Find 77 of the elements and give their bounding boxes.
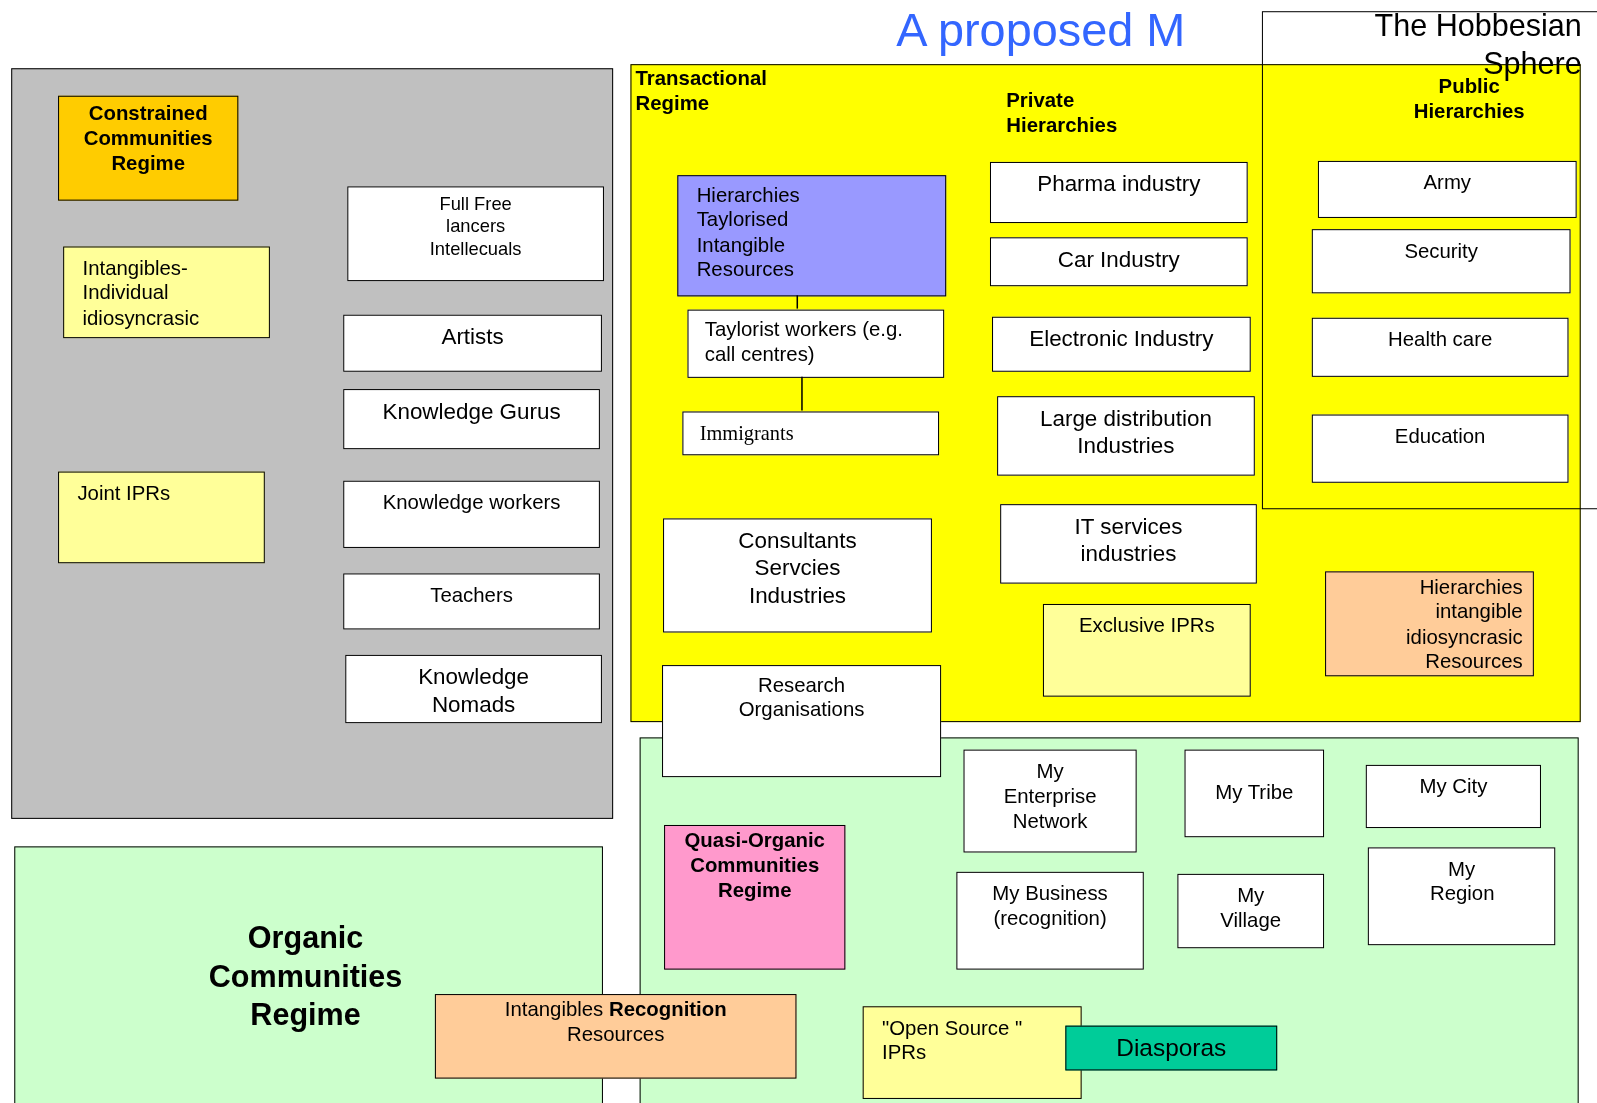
connector-line xyxy=(801,376,803,412)
region-title: Organic Communities Regime xyxy=(207,919,404,1034)
box-label: Car Industry xyxy=(1056,246,1181,274)
box-label: Immigrants xyxy=(699,420,795,446)
text-box xyxy=(1311,317,1569,377)
text-box xyxy=(347,186,604,282)
box-label: Constrained Communities Regime xyxy=(82,100,214,176)
box-label: Intangibles- Individual idiosyncrasic xyxy=(82,255,201,331)
box-label: Hierarchies intangible idiosyncrasic Resources xyxy=(1405,574,1523,674)
box-label: Joint IPRs xyxy=(77,480,172,506)
box-label: Consultants Servcies Industries xyxy=(737,527,858,610)
text-box xyxy=(1317,160,1577,218)
box-label: IT services industries xyxy=(1073,513,1184,568)
box-label: Knowledge Nomads xyxy=(417,664,531,719)
box-label: Security xyxy=(1403,238,1479,264)
text-box xyxy=(345,654,602,724)
box-label: Quasi-Organic Communities Regime xyxy=(683,828,826,903)
box-label: "Open Source " IPRs xyxy=(882,1015,1024,1066)
text-box xyxy=(343,389,600,450)
text-box xyxy=(990,237,1248,287)
text-box xyxy=(63,246,270,339)
text-box xyxy=(1000,504,1257,584)
text-box xyxy=(1311,229,1571,294)
text-box xyxy=(1311,414,1569,483)
text-box xyxy=(990,161,1248,224)
text-box xyxy=(1365,764,1541,829)
text-box xyxy=(1325,571,1534,677)
box-label: Knowledge Gurus xyxy=(381,398,562,426)
text-box xyxy=(682,411,940,456)
text-box xyxy=(1184,749,1325,838)
region-panel xyxy=(11,68,614,819)
text-box xyxy=(963,749,1137,853)
text-box xyxy=(862,1006,1082,1099)
box-label: Research Organisations xyxy=(737,672,866,722)
text-box xyxy=(434,994,797,1079)
title-text: A proposed M xyxy=(896,2,1186,58)
region-title: Transactional Regime xyxy=(635,65,768,117)
text-box xyxy=(343,480,600,548)
text-box xyxy=(343,314,602,372)
box-label: My Tribe xyxy=(1214,779,1295,804)
text-box xyxy=(662,665,942,778)
box-label: My City xyxy=(1418,774,1489,799)
text-box xyxy=(1177,873,1325,949)
text-box xyxy=(1042,603,1251,697)
box-label: Army xyxy=(1422,170,1473,195)
box-label: Large distribution Industries xyxy=(1039,405,1213,460)
text-box xyxy=(997,396,1255,476)
text-box xyxy=(343,573,600,630)
box-label: Knowledge workers xyxy=(381,489,562,515)
text-box xyxy=(992,316,1251,372)
box-label: My Village xyxy=(1219,883,1283,933)
box-label: Education xyxy=(1393,423,1487,449)
region-title: Private Hierarchies xyxy=(1006,87,1119,139)
box-label: Artists xyxy=(440,323,505,352)
text-box xyxy=(956,871,1144,970)
box-label: Electronic Industry xyxy=(1028,325,1215,354)
box-label: Exclusive IPRs xyxy=(1077,613,1216,638)
box-label: Intangibles Recognition Resources xyxy=(503,997,728,1047)
text-box xyxy=(58,95,239,201)
text-box xyxy=(1367,847,1556,946)
text-box xyxy=(664,825,846,970)
box-label: Taylorist workers (e.g. call centres) xyxy=(704,316,904,367)
box-label: My Business (recognition) xyxy=(991,881,1109,931)
box-label: Health care xyxy=(1387,326,1494,352)
box-label: Full Free lancers Intellecuals xyxy=(428,193,523,261)
box-label: Diasporas xyxy=(1115,1032,1228,1063)
box-label: My Region xyxy=(1429,856,1494,907)
text-box xyxy=(58,471,265,564)
text-box xyxy=(663,518,932,633)
box-label: Hierarchies Taylorised Intangible Resources xyxy=(696,182,801,282)
text-box xyxy=(687,309,945,378)
text-box xyxy=(1065,1025,1278,1071)
box-label: Pharma industry xyxy=(1036,171,1202,199)
box-label: Teachers xyxy=(429,582,514,608)
box-label: My Enterprise Network xyxy=(1002,758,1098,834)
connector-line xyxy=(796,294,799,310)
text-box xyxy=(677,175,947,297)
